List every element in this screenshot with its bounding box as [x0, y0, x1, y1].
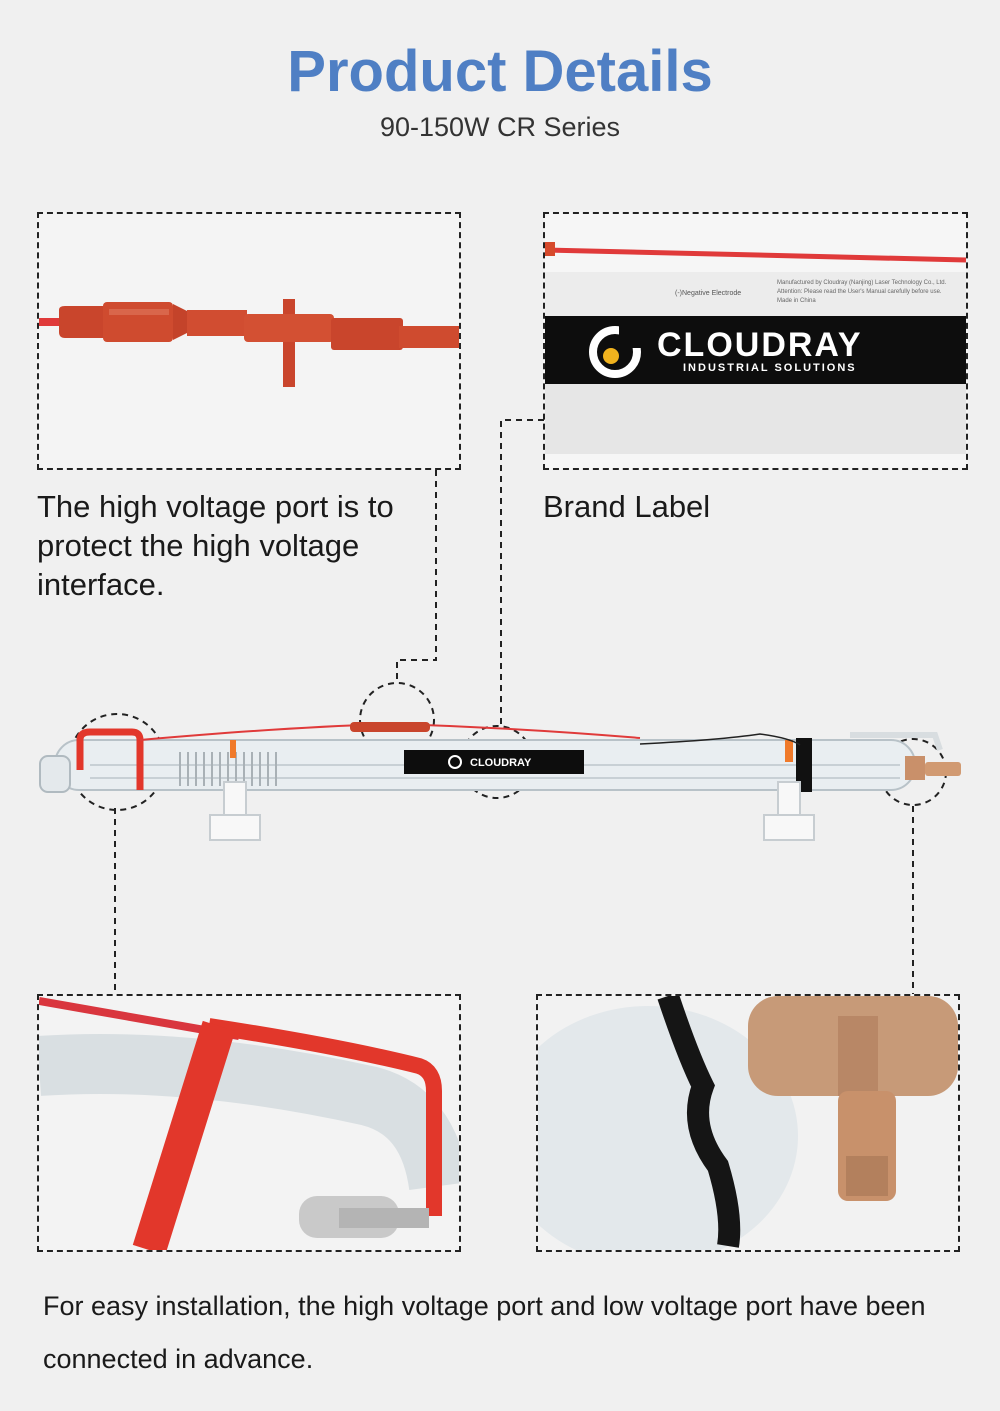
- brand-caption: Brand Label: [543, 489, 711, 524]
- hv-connector-illustration: [39, 299, 459, 387]
- hv-end-illustration: [39, 996, 459, 1250]
- brand-label-info-3: Made in China: [777, 298, 816, 304]
- lv-end-detail-image: [536, 994, 960, 1252]
- hv-port-caption: The high voltage port is to protect the …: [37, 489, 394, 602]
- brand-label-info-2: Attention: Please read the User's Manual…: [777, 289, 942, 295]
- brand-label-image: (-)Negative Electrode Manufactured by Cl…: [543, 212, 968, 470]
- hv-port-image: [37, 212, 461, 470]
- tube-diagram: CLOUDRAY: [39, 419, 961, 995]
- brand-name: CLOUDRAY: [657, 326, 863, 364]
- brand-tagline: INDUSTRIAL SOLUTIONS: [683, 362, 857, 374]
- brand-label-info-1: Manufactured by Cloudray (Nanjing) Laser…: [777, 280, 947, 286]
- hv-end-detail-image: [37, 994, 461, 1252]
- lv-end-illustration: [538, 996, 958, 1250]
- tube-brand-mark: CLOUDRAY: [470, 757, 532, 769]
- installation-note: For easy installation, the high voltage …: [43, 1291, 926, 1374]
- brand-label-small-text: (-)Negative Electrode: [675, 290, 742, 297]
- page-subtitle: 90-150W CR Series: [379, 112, 621, 142]
- page-title: Product Details: [287, 39, 713, 104]
- brand-label-illustration: [545, 214, 966, 468]
